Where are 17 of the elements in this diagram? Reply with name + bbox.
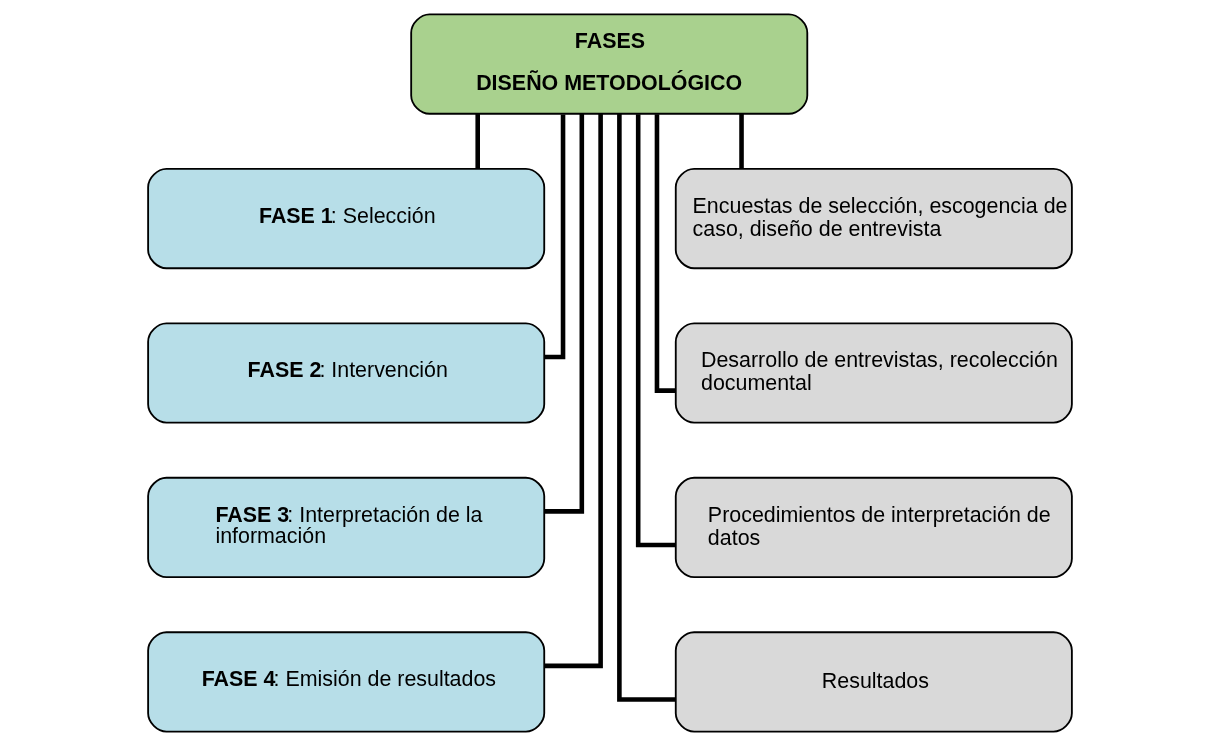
connector [739, 113, 744, 169]
node-box: Resultados [674, 631, 1073, 733]
node-box: FASE 3: Interpretación de la información [147, 476, 546, 579]
connector [544, 114, 585, 514]
node-box: FASE 1: Selección [147, 167, 546, 270]
connector [617, 113, 676, 702]
connector [544, 113, 603, 669]
node-box: FASE 4: Emisión de resultados [147, 631, 546, 733]
connector [475, 113, 480, 169]
node-box: FASE 2: Intervención [147, 322, 546, 424]
connector [635, 114, 676, 548]
node-box: Encuestas de selección, escogencia de caso, diseño de entrevista [674, 167, 1073, 270]
node-box: Desarrollo de entrevistas, recolección documental [674, 322, 1073, 424]
node-box: Procedimientos de interpretación de datos [674, 476, 1073, 579]
node-box: FASES DISEÑO METODOLÓGICO [410, 13, 809, 115]
connector [654, 114, 676, 393]
connector [544, 114, 566, 360]
